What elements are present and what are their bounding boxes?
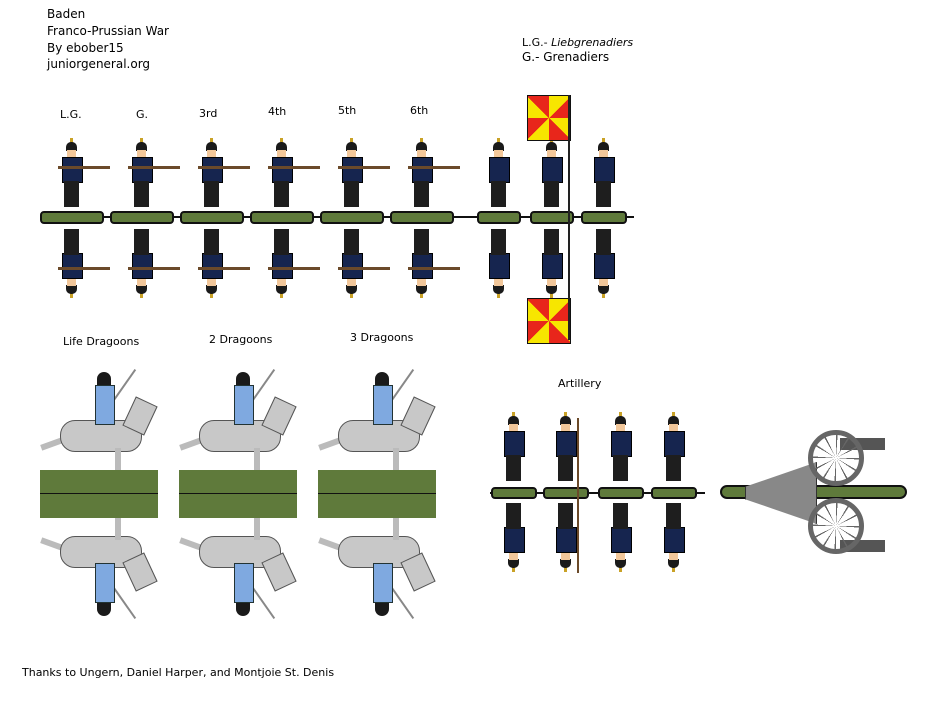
infantry-figure: [266, 138, 320, 210]
artillery-figure-mirrored: [605, 500, 635, 572]
artillery-base: [651, 487, 697, 499]
artillery-base: [491, 487, 537, 499]
cavalry-base: [40, 470, 158, 518]
sheet-subtitle: Franco-Prussian War: [47, 24, 169, 38]
dragoon-figure-mirrored: [318, 518, 438, 620]
infantry-figure-mirrored: [266, 226, 320, 298]
flag: [527, 95, 571, 141]
rammer: [577, 418, 579, 573]
label-lg: L.G.: [60, 108, 82, 121]
infantry-figure-mirrored: [196, 226, 250, 298]
infantry-figure-mirrored: [56, 226, 110, 298]
infantry-figure-mirrored: [406, 226, 460, 298]
artillery-figure-mirrored: [498, 500, 528, 572]
label-life-dragoons: Life Dragoons: [63, 335, 140, 348]
author: By ebober15: [47, 41, 124, 55]
infantry-figure-mirrored: [536, 226, 566, 298]
cannon-wheel-mirrored: [808, 498, 864, 554]
infantry-base: [581, 211, 627, 224]
flag-mirrored: [527, 298, 571, 344]
cavalry-base-line: [318, 493, 436, 494]
legend-lg-abbr: L.G.-: [522, 36, 548, 49]
dragoon-figure: [318, 368, 438, 470]
label-3rd: 3rd: [199, 107, 218, 120]
site: juniorgeneral.org: [47, 57, 151, 71]
legend-lg-full: Liebgrenadiers: [551, 36, 634, 49]
infantry-figure-mirrored: [336, 226, 390, 298]
artillery-figure-mirrored: [658, 500, 688, 572]
infantry-base: [530, 211, 574, 224]
label-5th: 5th: [338, 104, 357, 117]
infantry-figure-mirrored: [126, 226, 180, 298]
artillery-base: [543, 487, 589, 499]
legend-lg: L.G.- Liebgrenadiers: [522, 35, 633, 51]
infantry-base: [180, 211, 244, 224]
cannon-trail: [745, 462, 817, 524]
dragoon-figure-mirrored: [179, 518, 299, 620]
cannon-wheel: [808, 430, 864, 486]
label-2-dragoons: 2 Dragoons: [209, 333, 273, 346]
artillery-figure: [550, 412, 580, 484]
sheet-title: Baden: [47, 7, 86, 21]
infantry-figure: [406, 138, 460, 210]
infantry-base: [40, 211, 104, 224]
cavalry-base-line: [179, 493, 297, 494]
infantry-figure: [483, 138, 513, 210]
infantry-base: [320, 211, 384, 224]
label-3-dragoons: 3 Dragoons: [350, 331, 414, 344]
label-4th: 4th: [268, 105, 287, 118]
artillery-figure: [658, 412, 688, 484]
artillery-base-line: [490, 492, 705, 494]
infantry-figure-mirrored: [483, 226, 513, 298]
cavalry-base: [318, 470, 436, 518]
dragoon-figure: [179, 368, 299, 470]
label-g: G.: [136, 108, 149, 121]
dragoon-figure: [40, 368, 160, 470]
cavalry-base: [179, 470, 297, 518]
cavalry-base-line: [40, 493, 158, 494]
artillery-base: [598, 487, 644, 499]
artillery-figure: [605, 412, 635, 484]
infantry-base: [110, 211, 174, 224]
artillery-figure-mirrored: [550, 500, 580, 572]
infantry-figure: [196, 138, 250, 210]
infantry-figure: [336, 138, 390, 210]
flag-pole: [568, 95, 570, 340]
label-6th: 6th: [410, 104, 429, 117]
infantry-figure: [588, 138, 618, 210]
artillery-figure: [498, 412, 528, 484]
infantry-base: [477, 211, 521, 224]
dragoon-figure-mirrored: [40, 518, 160, 620]
legend-g: G.- Grenadiers: [522, 50, 610, 64]
credits: Thanks to Ungern, Daniel Harper, and Mon…: [22, 666, 335, 679]
infantry-figure: [56, 138, 110, 210]
label-artillery: Artillery: [558, 377, 602, 390]
infantry-figure-mirrored: [588, 226, 618, 298]
infantry-base: [250, 211, 314, 224]
infantry-base: [390, 211, 454, 224]
infantry-figure: [126, 138, 180, 210]
infantry-figure: [536, 138, 566, 210]
